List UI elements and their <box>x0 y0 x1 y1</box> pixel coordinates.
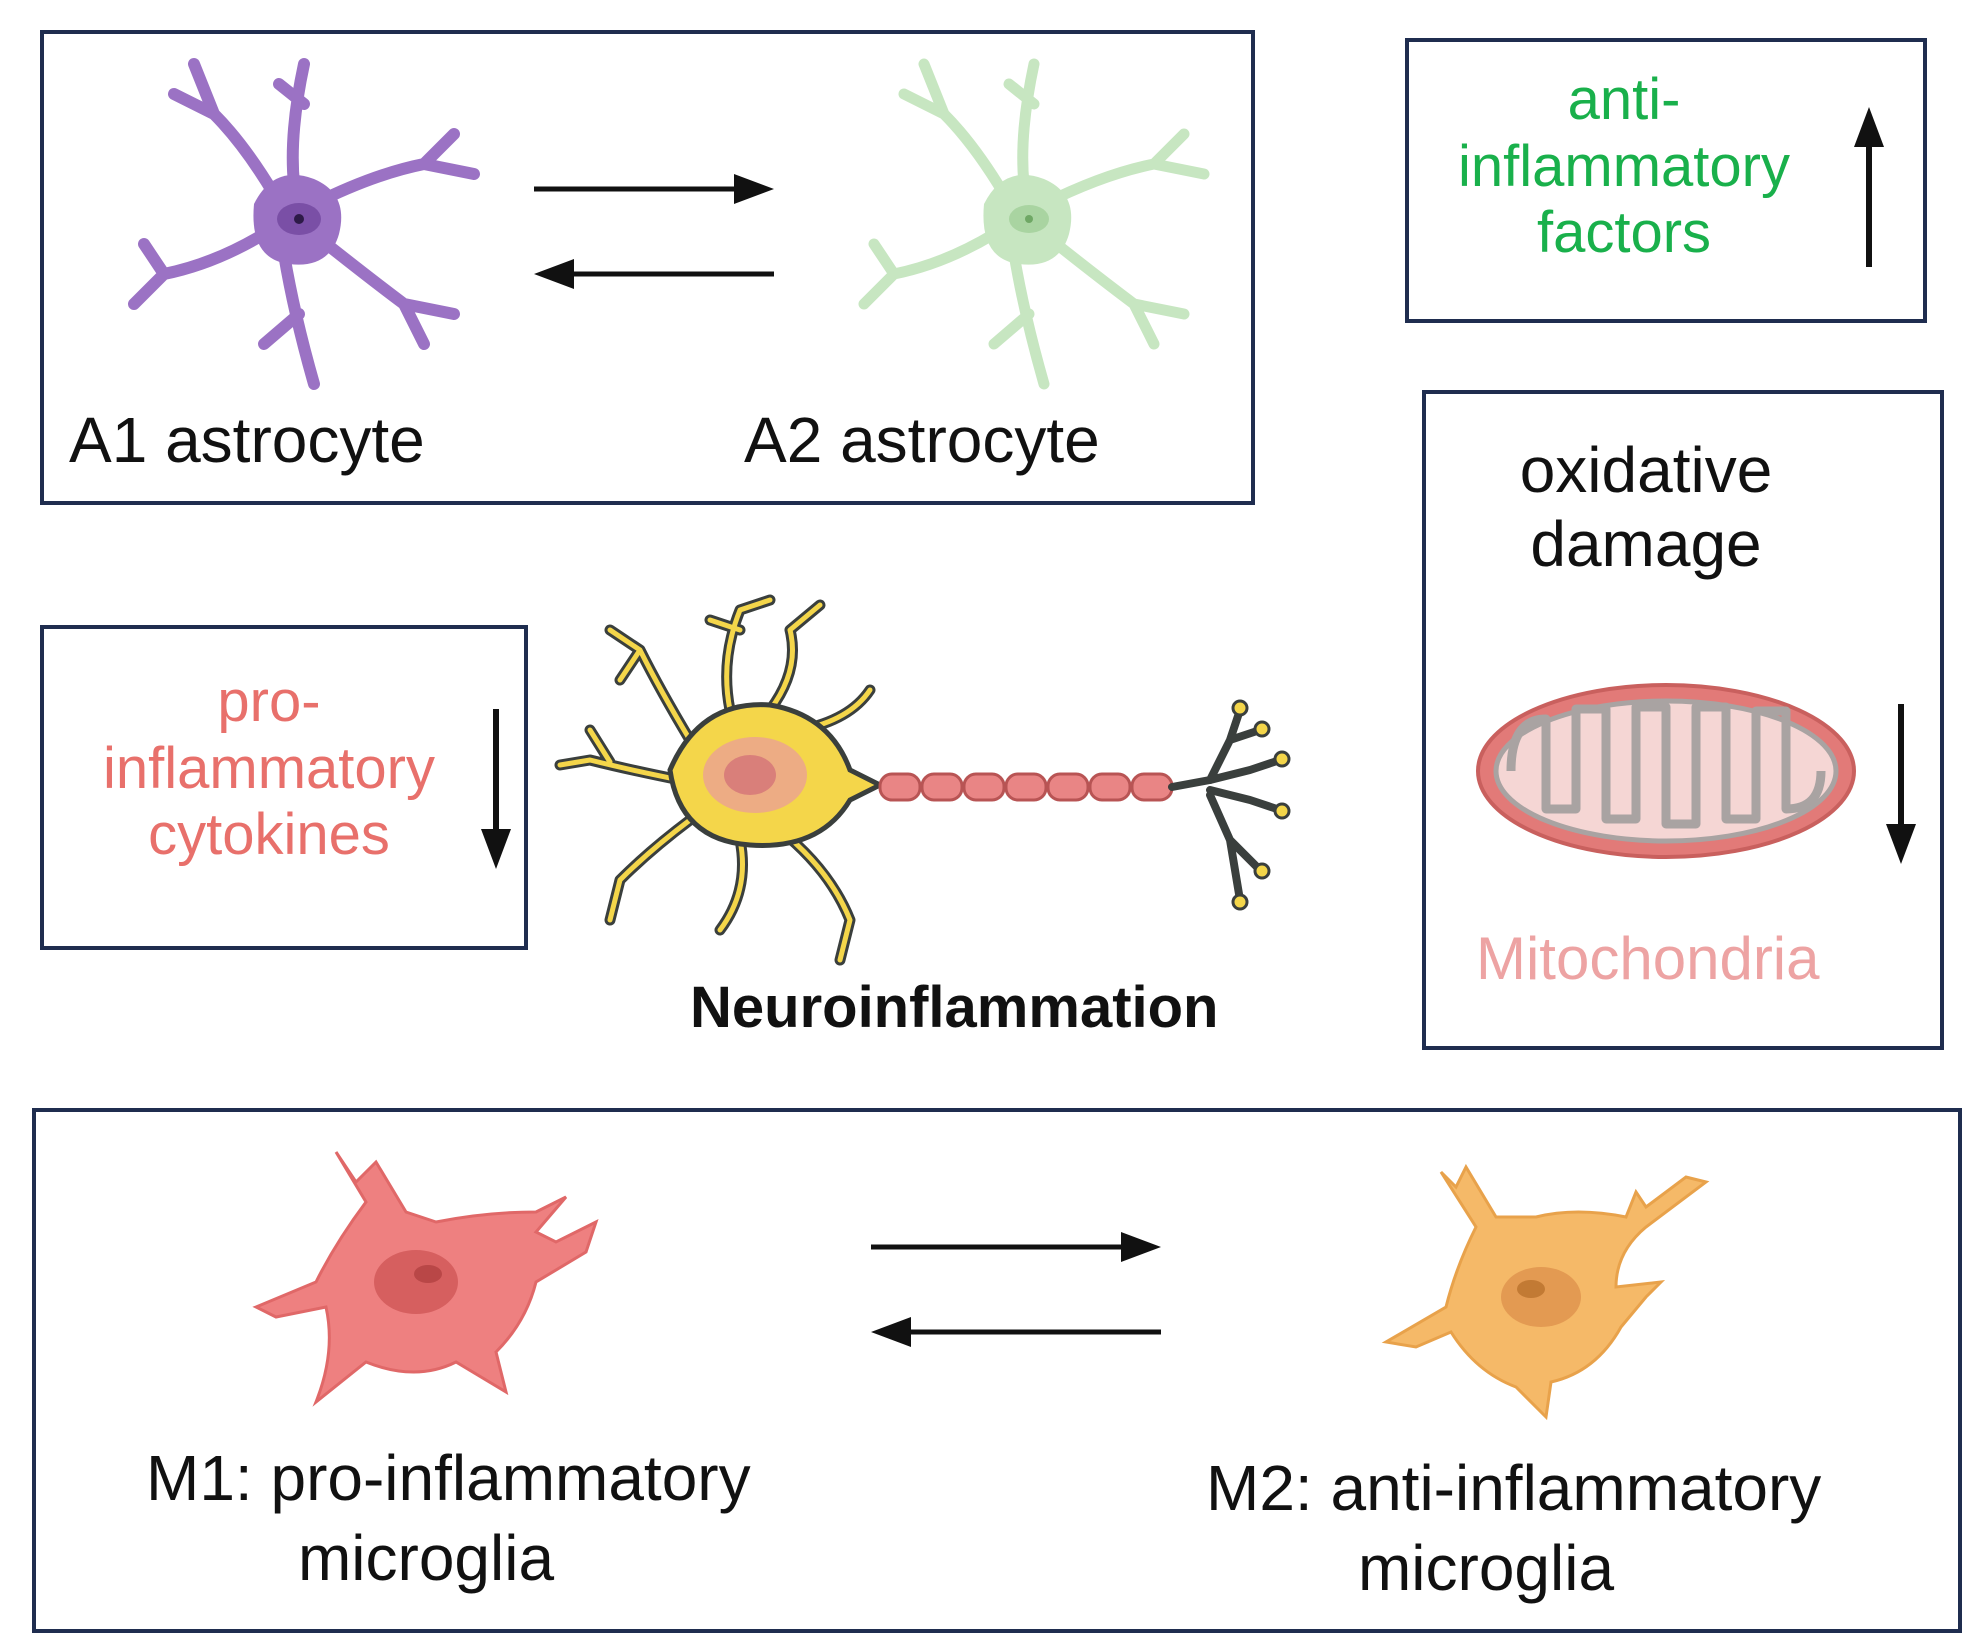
mitochondria-label: Mitochondria <box>1476 925 1820 992</box>
a2-astrocyte-icon <box>858 58 1210 390</box>
a1-label-spacer <box>44 34 45 35</box>
m2-microglia-icon <box>1381 1163 1710 1421</box>
m2-label-line2: microglia <box>1357 1532 1615 1604</box>
reverse-arrow-icon <box>534 259 774 289</box>
a2-astrocyte-label: A2 astrocyte <box>744 404 1100 476</box>
oxidative-line1: oxidative <box>1519 434 1773 506</box>
axon-segments <box>878 772 1174 802</box>
pro-inflammatory-panel: pro- inflammatory cytokines <box>40 625 528 950</box>
anti-line1: anti- <box>1567 67 1681 132</box>
microglia-panel: M1: pro-inflammatory microglia M2: anti-… <box>32 1108 1962 1633</box>
anti-line2: inflammatory <box>1458 133 1790 199</box>
m1-label-line1: M1: pro-inflammatory <box>146 1442 751 1514</box>
pro-line1: pro- <box>217 669 321 734</box>
astrocyte-panel: A1 astrocyte A2 astrocyte <box>40 30 1255 505</box>
pro-line2: inflammatory <box>103 735 435 801</box>
anti-inflammatory-panel: anti- inflammatory factors <box>1405 38 1927 323</box>
oxidative-damage-panel: oxidative damage Mitochondria <box>1422 390 1944 1050</box>
down-arrow-icon <box>481 709 511 869</box>
a1-astrocyte-label: A1 astrocyte <box>69 404 425 476</box>
forward-arrow-icon <box>871 1232 1161 1262</box>
anti-line3: factors <box>1536 200 1712 266</box>
m1-microglia-icon <box>252 1151 599 1407</box>
m2-label-line1: M2: anti-inflammatory <box>1206 1452 1822 1524</box>
oxidative-line2: damage <box>1530 507 1762 580</box>
down-arrow-icon <box>1886 704 1916 864</box>
pro-line3: cytokines <box>148 802 390 868</box>
forward-arrow-icon <box>534 174 774 204</box>
neuron-icon <box>554 594 1291 966</box>
a1-astrocyte-icon <box>128 58 480 390</box>
neuroinflammation-title: Neuroinflammation <box>690 975 1219 1040</box>
reverse-arrow-icon <box>871 1317 1161 1347</box>
up-arrow-icon <box>1854 107 1884 267</box>
mitochondria-icon <box>1476 683 1856 859</box>
m1-label-line2: microglia <box>297 1522 555 1594</box>
